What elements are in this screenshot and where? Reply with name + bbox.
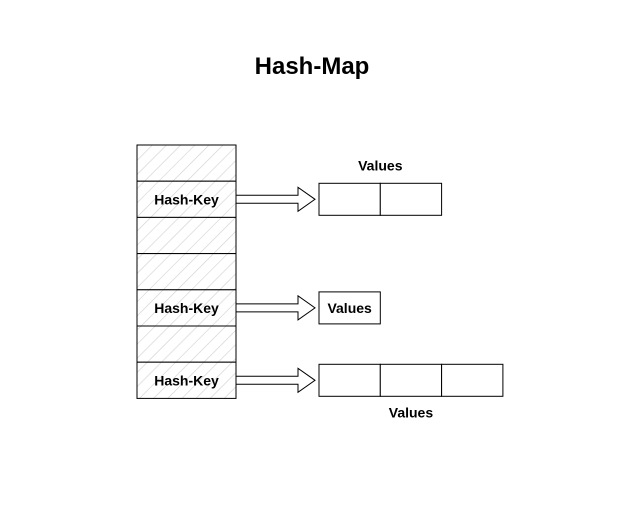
diagram-title: Hash-Map [255, 53, 370, 80]
value-cell [379, 182, 443, 216]
hash-slot-cell [136, 144, 237, 182]
hash-slot [136, 253, 237, 291]
value-group: Values [318, 157, 443, 216]
hash-key-label: Hash-Key [154, 191, 219, 207]
value-cell [379, 363, 443, 397]
hash-key-label: Hash-Key [154, 372, 219, 388]
value-cell [318, 291, 381, 325]
hash-slot [136, 144, 237, 182]
hash-slot: Hash-Key [136, 289, 237, 327]
value-group: Values [318, 363, 504, 420]
hash-slot: Hash-Key [136, 361, 237, 399]
hash-slot-cell [136, 253, 237, 291]
hash-slot-cell [136, 361, 237, 399]
value-cell [318, 363, 381, 397]
pointer-arrow [235, 186, 316, 213]
hash-key-label: Hash-Key [154, 300, 219, 316]
pointer-arrow [235, 294, 316, 321]
values-group-label: Values [358, 157, 403, 173]
values-group-label: Values [389, 404, 434, 420]
hash-slot: Hash-Key [136, 180, 237, 218]
arrows [235, 186, 316, 394]
value-cell-label: Values [327, 300, 372, 316]
hash-slot-cell [136, 325, 237, 363]
hash-slot-cell [136, 289, 237, 327]
value-group: Values [318, 291, 381, 325]
hash-slot [136, 325, 237, 363]
hash-slot-cell [136, 216, 237, 255]
hash-slot-cell [136, 180, 237, 218]
value-cell [318, 182, 381, 216]
hash-slot [136, 216, 237, 255]
value-cell [441, 363, 504, 397]
pointer-arrow [235, 367, 316, 394]
